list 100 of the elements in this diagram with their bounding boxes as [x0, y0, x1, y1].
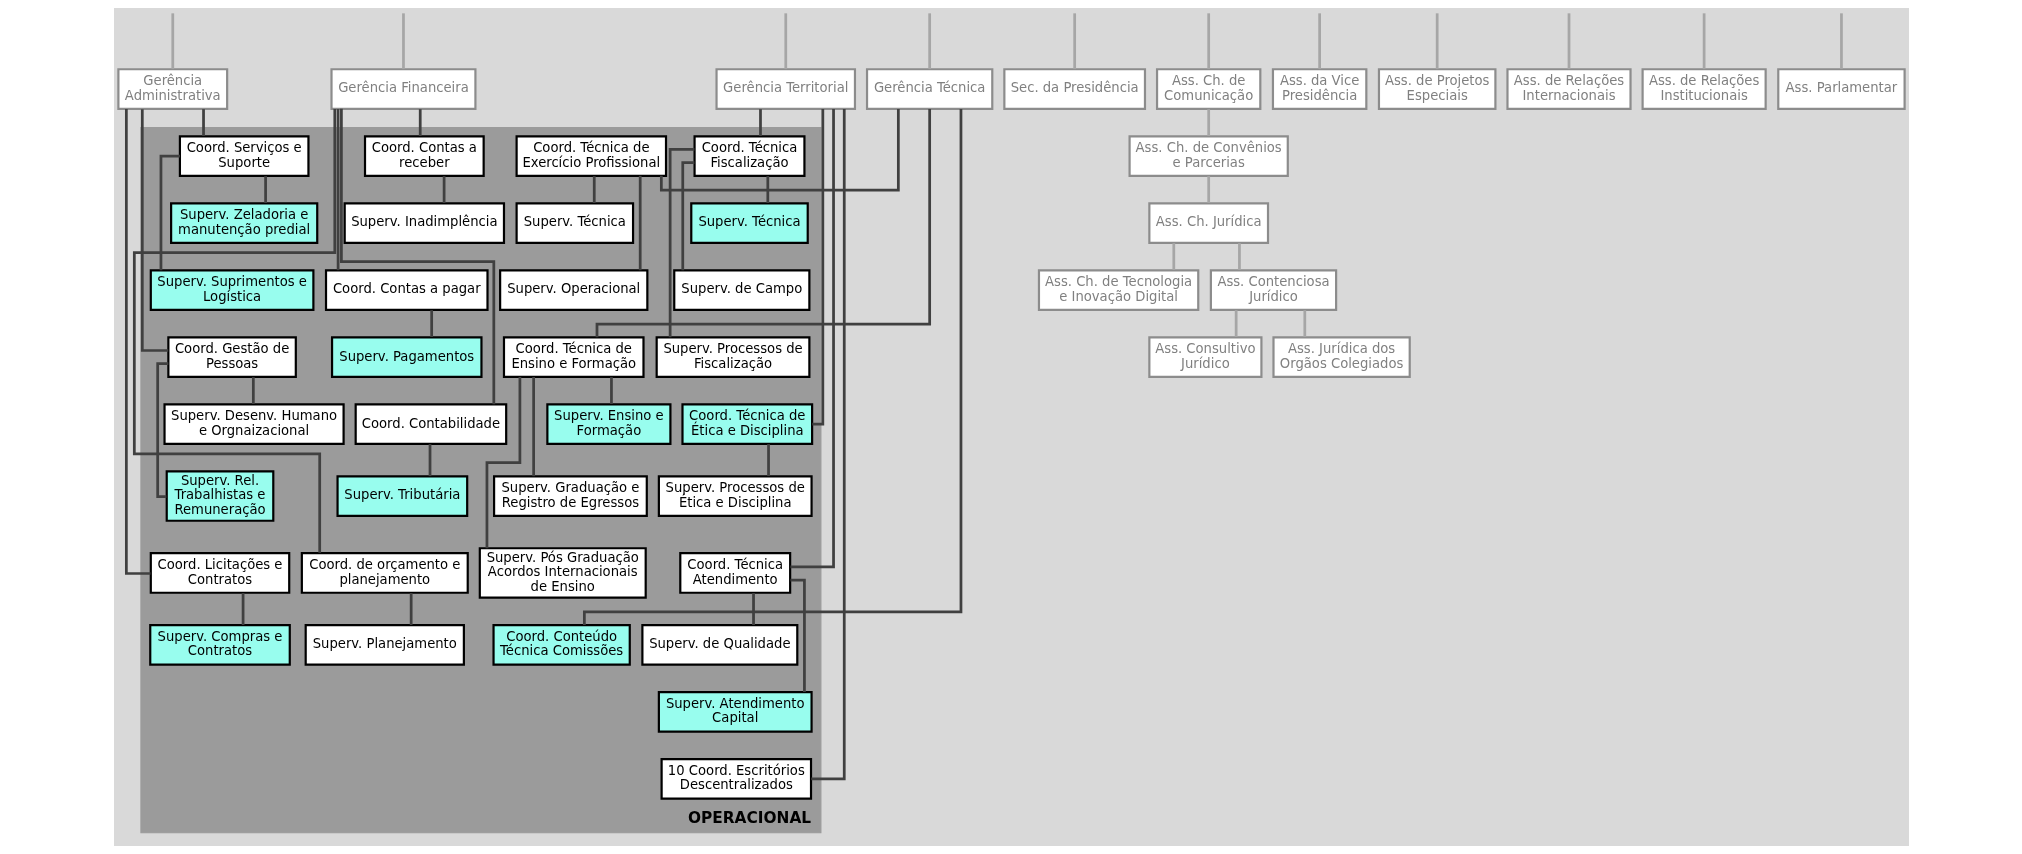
node-box: Coord. Técnica de Exercício Profissional [515, 135, 667, 177]
connector [1206, 109, 1210, 136]
connector [201, 109, 205, 136]
connector [428, 444, 431, 477]
connector [418, 109, 422, 136]
connector [1702, 13, 1705, 70]
node-box: Coord. Licitações e Contratos [149, 552, 290, 594]
connector [789, 109, 835, 569]
node-box: Superv. Graduação e Registro de Egressos [492, 475, 648, 517]
node-box: Coord. Técnica Atendimento [678, 552, 791, 594]
node-box: Ass. Ch. Jurídica [1147, 202, 1269, 244]
connector [1302, 310, 1306, 337]
connector [1072, 13, 1076, 70]
node-box: Superv. Suprimentos e Logística [149, 269, 314, 311]
connector [680, 161, 694, 271]
node-box: Superv. Pagamentos [330, 336, 483, 378]
node-box: Ass. Ch. de Comunicação [1155, 68, 1261, 110]
connector [1839, 13, 1843, 70]
node-box: Superv. Técnica [689, 202, 809, 244]
connector [609, 377, 613, 404]
connector [1237, 243, 1241, 270]
connector [1435, 13, 1439, 70]
node-box: Sec. da Presidência [1002, 68, 1146, 110]
node-box: Ass. da Vice Presidência [1271, 68, 1367, 110]
connector [751, 593, 755, 625]
node-box: Coord. Contabilidade [354, 403, 507, 445]
connector [810, 108, 846, 781]
node-box: Gerência Técnica [865, 68, 993, 110]
node-box: Superv. Processos de Ética e Disciplina [657, 475, 813, 517]
connector [442, 176, 445, 203]
node-box: Ass. de Relações Institucionais [1641, 68, 1767, 110]
node-box: Coord. Técnica Fiscalização [692, 135, 806, 177]
node-box: Coord. Contas a receber [363, 135, 485, 177]
node-box: Superv. Inadimplência [343, 202, 505, 244]
node-box: Superv. Pós Graduação Acordos Internacionais de Ensino [478, 547, 647, 599]
connector [132, 109, 336, 553]
node-box: Coord. Contas a pagar [324, 269, 489, 311]
connector [766, 444, 770, 477]
node-box: Coord. de orçamento e planejamento [300, 552, 469, 594]
connector [429, 310, 433, 337]
connector [1171, 243, 1175, 270]
connector [592, 176, 596, 203]
connector [1234, 310, 1238, 337]
connector [241, 593, 244, 625]
connector [409, 593, 413, 625]
node-box: Superv. Desenv. Humano e Orgnaizacional [162, 403, 345, 445]
connector [170, 13, 174, 70]
connector [251, 377, 255, 404]
connector [339, 108, 495, 405]
connector [159, 154, 180, 271]
node-box: Gerência Financeira [329, 68, 477, 110]
connector [811, 109, 824, 426]
connector [263, 176, 267, 203]
node-box: Superv. de Campo [672, 269, 810, 311]
node-box: Ass. Consultivo Jurídico [1147, 336, 1262, 378]
node-box: Superv. de Qualidade [640, 624, 798, 666]
connector [531, 377, 535, 477]
connector [668, 148, 694, 338]
node-box: Gerência Territorial [714, 68, 856, 110]
connector [789, 578, 806, 692]
node-box: Coord. Técnica de Ética e Disciplina [680, 403, 813, 445]
node-box: Ass. Contenciosa Jurídico [1209, 269, 1337, 311]
node-box: Superv. Zeladoria e manutenção predial [169, 202, 318, 244]
connector [927, 13, 931, 70]
node-box: Gerência Administrativa [116, 68, 228, 110]
connector [401, 13, 405, 70]
node-box: Superv. Operacional [498, 269, 648, 311]
connector [140, 109, 168, 352]
connector [336, 109, 339, 271]
node-box: Ass. Ch. de Tecnologia e Inovação Digital [1037, 269, 1199, 311]
node-box: Ass. de Projetos Especiais [1377, 68, 1496, 110]
connector [595, 109, 931, 338]
connector [485, 376, 521, 549]
node-box: Ass. de Relações Internacionais [1505, 68, 1632, 110]
node-box: Superv. Compras e Contratos [148, 624, 291, 666]
node-box: Coord. Conteúdo Técnica Comissões [491, 624, 631, 666]
node-box: Superv. Técnica [515, 202, 634, 244]
node-box: Superv. Rel. Trabalhistas e Remuneração [165, 470, 274, 522]
connector [1567, 13, 1570, 70]
node-box: Superv. Processos de Fiscalização [655, 336, 810, 378]
node-box: Ass. Parlamentar [1776, 68, 1906, 110]
node-box: Superv. Planejamento [304, 624, 465, 666]
node-box: Ass. Jurídica dos Orgãos Colegiados [1271, 336, 1411, 378]
connector [765, 176, 769, 203]
node-box: Coord. Técnica de Ensino e Formação [502, 336, 645, 378]
node-box: Superv. Ensino e Formação [545, 403, 671, 445]
connector [1317, 13, 1321, 70]
connector [582, 108, 962, 625]
connector [758, 109, 762, 136]
connector [1206, 176, 1210, 203]
node-box: Coord. Gestão de Pessoas [166, 336, 297, 378]
connector [155, 362, 168, 498]
node-box: Superv. Tributária [335, 475, 468, 517]
connector [783, 13, 787, 70]
node-box: 10 Coord. Escritórios Descentralizados [660, 758, 812, 800]
node-box: Coord. Serviços e Suporte [178, 135, 310, 177]
node-box: Superv. Atendimento Capital [657, 691, 813, 733]
connector [124, 108, 150, 575]
connector [659, 109, 900, 192]
node-box: Ass. Ch. de Convênios e Parcerias [1128, 135, 1289, 177]
